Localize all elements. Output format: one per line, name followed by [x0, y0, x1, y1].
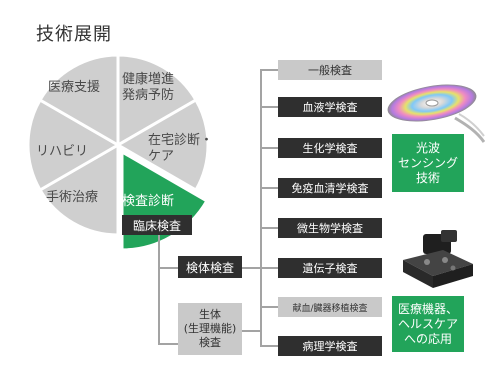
connector-test-tick [260, 147, 278, 149]
pie-segment [26, 97, 122, 193]
pie-segment [116, 53, 198, 148]
connector-specimen-right [242, 267, 262, 269]
test-biochemistry: 生化学検査 [278, 138, 382, 158]
clinical-exam-box: 臨床検査 [122, 215, 192, 235]
pie-label-surgery: 手術治療 [46, 190, 99, 205]
test-genetic: 遺伝子検査 [278, 258, 382, 278]
optical-disc-image [387, 84, 485, 143]
connector-test-tick [260, 69, 278, 71]
connector-clinical-down [158, 235, 160, 345]
connector-test-tick [260, 106, 278, 108]
specimen-exam-box: 検体検査 [178, 256, 242, 278]
test-hematology: 血液学検査 [278, 97, 382, 117]
pie-segment [115, 97, 210, 193]
connector-test-tick [260, 187, 278, 189]
medical-device-callout: 医療機器、 ヘルスケア への応用 [392, 296, 464, 352]
connector-to-physio [158, 343, 178, 345]
pie-label-rehab: リハビリ [36, 144, 89, 159]
connector-to-specimen [158, 267, 178, 269]
page-title: 技術展開 [36, 24, 112, 45]
test-pathology: 病理学検査 [278, 336, 382, 356]
connector-trunk [260, 70, 262, 347]
test-general: 一般検査 [278, 60, 382, 80]
connector-physio-right [242, 330, 262, 332]
pie-label-home-care: 在宅診断・ ケア [148, 133, 214, 164]
connector-test-tick [260, 345, 278, 347]
connector-test-tick [260, 306, 278, 308]
physio-exam-box: 生体 (生理機能) 検査 [178, 303, 242, 355]
connector-test-tick [260, 227, 278, 229]
pie-label-medical-support: 医療支援 [48, 80, 101, 95]
pie-segment [38, 53, 120, 148]
test-blood-donation-transplant: 献血/臓器移植検査 [278, 297, 382, 317]
pie-segment [38, 142, 120, 237]
test-microbiology: 微生物学検査 [278, 218, 382, 238]
optical-sensing-callout: 光波 センシング 技術 [392, 134, 464, 192]
pie-label-exam-diagnosis: 検査診断 [122, 194, 175, 209]
pie-label-health: 健康増進 発病予防 [122, 72, 175, 103]
connector-test-tick [260, 267, 278, 269]
medical-device-image [403, 230, 473, 288]
test-immunoserology: 免疫血清学検査 [278, 178, 382, 198]
